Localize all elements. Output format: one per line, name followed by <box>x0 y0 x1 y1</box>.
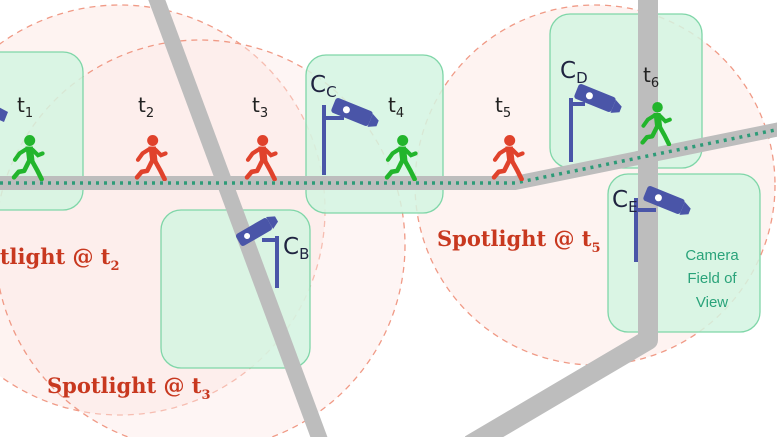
time-labels: t1 t2 t3 t4 t5 t6 <box>17 63 659 121</box>
camera-b <box>236 216 279 288</box>
road-vertical-right <box>464 0 658 437</box>
walking-path <box>0 127 777 185</box>
spotlight-label-t3: Spotlight @ t3 <box>47 373 211 403</box>
time-label-t1: t1 <box>17 93 33 121</box>
camera-labels: CB CC CD CE <box>283 58 638 263</box>
fov-legend-line3: View <box>696 294 728 311</box>
time-label-t5: t5 <box>495 93 511 121</box>
time-label-t2: t2 <box>138 93 154 121</box>
camera-d <box>569 83 622 162</box>
camera-e <box>634 185 691 262</box>
security-camera-icon <box>643 185 691 215</box>
time-label-t6: t6 <box>643 63 659 91</box>
spotlight-labels: Spotlight @ t2 Spotlight @ t3 Spotlight … <box>0 226 601 403</box>
camera-c <box>322 97 379 175</box>
security-camera-icon <box>331 97 379 127</box>
camera-label-b: CB <box>283 234 309 263</box>
camera-label-d: CD <box>560 58 588 87</box>
road-diagonal-left <box>148 0 328 437</box>
spotlight-label-t2: Spotlight @ t2 <box>0 244 120 274</box>
camera-a <box>0 107 8 122</box>
fov-legend: Camera Field of View <box>685 247 739 311</box>
security-camera-icon <box>0 107 8 122</box>
spotlight-label-t5: Spotlight @ t5 <box>437 226 601 256</box>
fov-legend-line1: Camera <box>685 247 739 264</box>
camera-label-c: CC <box>310 72 337 101</box>
fov-box-d <box>549 13 703 169</box>
time-label-t4: t4 <box>388 93 404 121</box>
time-label-t3: t3 <box>252 93 268 121</box>
fov-box-c <box>305 54 444 214</box>
cameras <box>0 83 691 288</box>
security-camera-icon <box>236 216 279 246</box>
camera-label-e: CE <box>612 187 638 216</box>
security-camera-icon <box>574 83 622 113</box>
fov-legend-line2: Field of <box>687 270 737 287</box>
